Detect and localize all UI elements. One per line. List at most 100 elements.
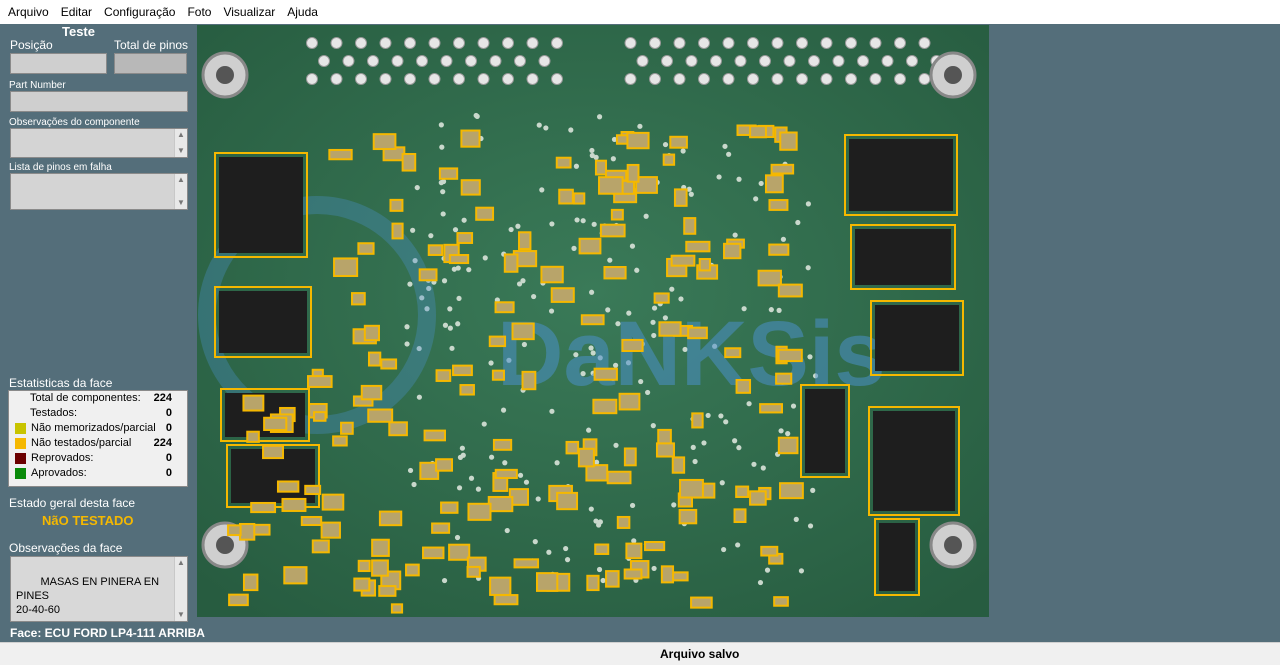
smd-component xyxy=(492,438,513,451)
smd-component xyxy=(626,131,650,150)
smd-component xyxy=(459,384,475,396)
scroll-up-icon[interactable]: ▲ xyxy=(177,130,185,139)
part-number-field[interactable] xyxy=(10,91,188,112)
posicao-field[interactable] xyxy=(10,53,107,74)
estado-value: NãO TESTADO xyxy=(42,513,134,528)
via-hole xyxy=(626,310,632,316)
ic-chip xyxy=(219,157,303,253)
scroll-down-icon[interactable]: ▼ xyxy=(177,146,185,155)
smd-component xyxy=(662,153,676,166)
smd-component xyxy=(580,314,605,326)
connector-pin xyxy=(318,55,330,67)
obs-face-scrollbar[interactable]: ▲ ▼ xyxy=(174,557,187,621)
smd-component xyxy=(733,508,747,524)
smd-component xyxy=(623,447,637,467)
obs-face-textarea[interactable]: MASAS EN PINERA EN PINES 20-40-60 ▲ ▼ xyxy=(10,556,188,622)
pinos-falha-label: Lista de pinos em falha xyxy=(9,162,112,173)
connector-pin xyxy=(355,73,367,85)
via-hole xyxy=(638,378,644,385)
connector-pin xyxy=(845,37,857,49)
highlighted-components[interactable] xyxy=(227,124,804,614)
smd-component xyxy=(494,468,518,480)
via-hole xyxy=(447,325,453,331)
stat-value: 0 xyxy=(165,407,172,419)
menu-visualizar[interactable]: Visualizar xyxy=(223,5,276,19)
smd-component xyxy=(770,163,795,175)
smd-component xyxy=(540,265,564,284)
connector-pins xyxy=(306,37,943,85)
via-hole xyxy=(680,148,686,154)
stat-value: 0 xyxy=(165,422,172,434)
via-hole xyxy=(651,305,658,311)
smd-component xyxy=(660,565,675,584)
via-hole xyxy=(441,278,448,284)
via-hole xyxy=(459,445,465,451)
ic-chip xyxy=(879,523,915,591)
via-hole xyxy=(651,332,657,339)
smd-component xyxy=(735,485,750,498)
pcb-photo[interactable]: DaNKSis xyxy=(197,25,989,617)
via-hole xyxy=(736,445,742,451)
via-hole xyxy=(588,506,594,512)
via-hole xyxy=(760,465,766,471)
via-hole xyxy=(411,481,417,488)
smd-component xyxy=(423,429,446,442)
smd-component xyxy=(405,563,420,577)
connector-pin xyxy=(869,37,882,49)
via-hole xyxy=(678,296,684,302)
smd-component xyxy=(644,541,666,552)
scroll-down-icon[interactable]: ▼ xyxy=(177,610,185,619)
via-hole xyxy=(741,306,747,312)
smd-component xyxy=(773,596,789,607)
smd-component xyxy=(603,266,627,280)
smd-component xyxy=(466,565,481,578)
pcb-image[interactable]: DaNKSis xyxy=(197,25,989,617)
via-hole xyxy=(746,401,752,407)
smd-component xyxy=(749,125,767,139)
ic-highlight xyxy=(874,518,920,596)
smd-component xyxy=(594,543,610,555)
smd-component xyxy=(685,240,711,253)
scroll-up-icon[interactable]: ▲ xyxy=(177,175,185,184)
smd-component xyxy=(593,367,618,381)
menu-configuracao[interactable]: Configuração xyxy=(104,5,176,19)
connector-pin xyxy=(489,55,502,67)
stat-row-testados: Testados: 0 xyxy=(9,406,187,421)
stats-box: Total de componentes: 224 Testados: 0 Nã… xyxy=(8,390,188,487)
via-hole xyxy=(705,412,711,419)
smd-component xyxy=(351,292,366,306)
scroll-down-icon[interactable]: ▼ xyxy=(177,198,185,207)
menu-ajuda[interactable]: Ajuda xyxy=(287,5,318,19)
via-hole xyxy=(610,156,616,162)
connector-pin xyxy=(771,37,784,49)
smd-component xyxy=(572,192,586,205)
via-hole xyxy=(424,306,430,312)
smd-component xyxy=(618,392,641,411)
via-hole xyxy=(732,232,738,238)
obs-componente-textarea[interactable]: ▲ ▼ xyxy=(10,128,188,158)
menu-editar[interactable]: Editar xyxy=(60,5,93,19)
via-hole xyxy=(536,122,542,128)
smd-component xyxy=(427,244,444,256)
smd-component xyxy=(263,416,288,431)
total-pinos-field[interactable] xyxy=(114,53,187,74)
via-hole xyxy=(404,324,410,330)
obs-componente-scrollbar[interactable]: ▲ ▼ xyxy=(174,129,187,157)
ic-chip xyxy=(873,411,955,511)
connector-pin xyxy=(832,55,845,67)
via-hole xyxy=(768,307,774,313)
connector-pin xyxy=(342,55,355,67)
pinos-falha-textarea[interactable]: ▲ ▼ xyxy=(10,173,188,210)
pinos-falha-scrollbar[interactable]: ▲ ▼ xyxy=(174,174,187,209)
smd-component xyxy=(378,585,397,597)
connector-pin xyxy=(710,55,722,67)
smd-component xyxy=(227,524,242,537)
smd-component xyxy=(340,421,354,435)
smd-component xyxy=(655,442,675,458)
smd-component xyxy=(456,232,474,244)
menu-foto[interactable]: Foto xyxy=(187,5,212,19)
connector-pin xyxy=(404,37,416,49)
watermark-text: DaNKSis xyxy=(497,303,886,405)
scroll-up-icon[interactable]: ▲ xyxy=(177,558,185,567)
menu-arquivo[interactable]: Arquivo xyxy=(8,5,49,19)
